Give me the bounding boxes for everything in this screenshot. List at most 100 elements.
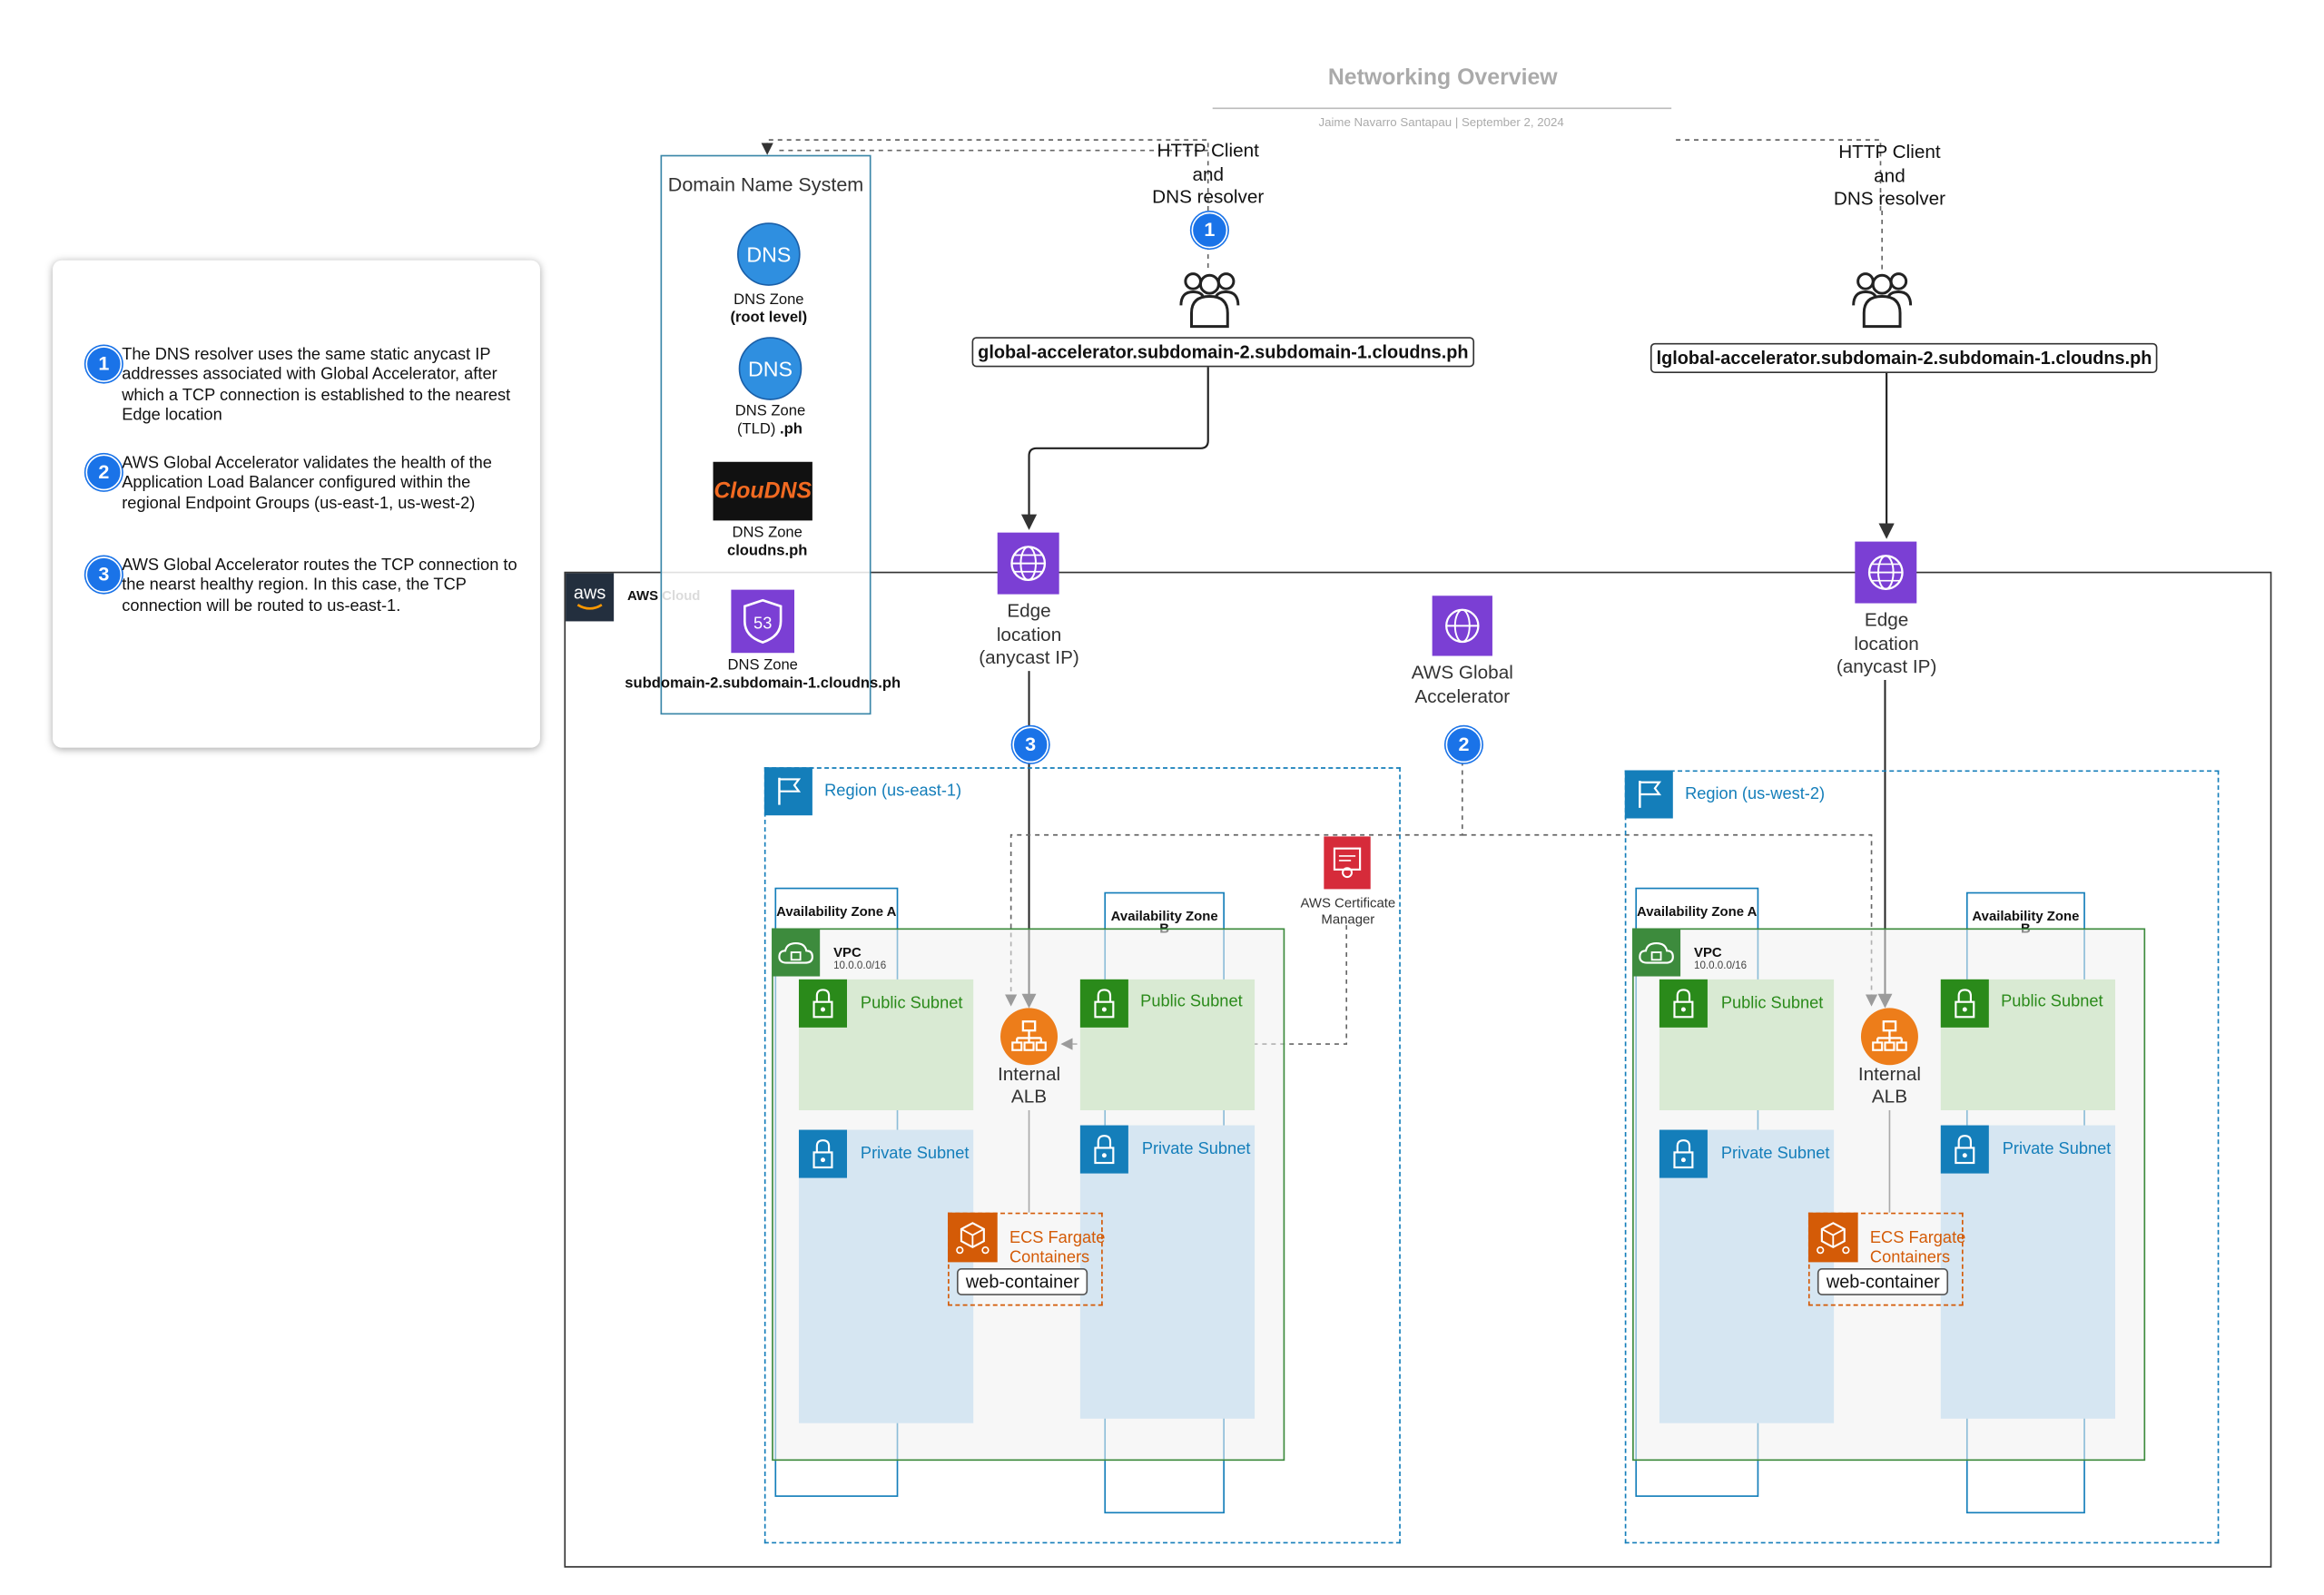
private-subnet-east-b-label: Private Subnet <box>1141 1140 1251 1159</box>
client-right-line1: HTTP Client <box>1838 141 1941 162</box>
dns-tld-icon: DNS <box>738 337 803 400</box>
web-container-east: web-container <box>956 1268 1088 1295</box>
ecs-east-line2: Containers <box>1009 1248 1090 1267</box>
public-subnet-east-a-label: Public Subnet <box>860 994 963 1013</box>
page-title: Networking Overview <box>1327 64 1558 91</box>
private-subnet-east-a-label: Private Subnet <box>860 1145 970 1164</box>
region-east-flag-icon <box>763 767 812 816</box>
edge-location-right-label: Edge location (anycast IP) <box>1837 609 1937 679</box>
dns-tld-label: (TLD) <box>737 421 776 438</box>
client-right-line3: DNS resolver <box>1833 188 1946 210</box>
vpc-west-icon <box>1632 928 1681 977</box>
private-subnet-west-a-label: Private Subnet <box>1720 1145 1830 1164</box>
edge-location-left-label: Edge location (anycast IP) <box>979 600 1079 670</box>
step-badge-2-diagram: 2 <box>1445 726 1482 763</box>
client-right-line2: and <box>1874 164 1905 186</box>
cloudns-zone-label: DNS Zone <box>732 525 803 542</box>
vpc-east-icon <box>772 928 821 977</box>
vpc-west-label: VPC <box>1694 944 1722 960</box>
region-west-label: Region (us-west-2) <box>1685 785 1826 803</box>
private-subnet-west-b-label: Private Subnet <box>2002 1140 2112 1159</box>
svg-text:53: 53 <box>753 615 772 633</box>
private-subnet-east-a <box>798 1129 974 1423</box>
ecs-east-line1: ECS Fargate <box>1009 1228 1106 1247</box>
cloudns-zone-value: cloudns.ph <box>726 543 808 560</box>
vpc-west-cidr: 10.0.0.0/16 <box>1694 960 1748 972</box>
web-container-west: web-container <box>1817 1268 1949 1295</box>
step-badge-3: 3 <box>85 556 123 593</box>
step-badge-3-diagram: 3 <box>1012 726 1049 763</box>
region-west-flag-icon <box>1624 770 1673 819</box>
client-left-label: HTTP Client and DNS resolver <box>1152 140 1264 210</box>
client-left-line2: and <box>1192 162 1225 185</box>
edge-left-line1: Edge <box>1007 600 1051 622</box>
alb-east-line1: Internal <box>997 1063 1061 1085</box>
region-east-label: Region (us-east-1) <box>824 782 962 801</box>
az-a-east-label: Availability Zone A <box>776 903 897 920</box>
globe-icon <box>1867 555 1904 590</box>
lock-icon <box>798 1129 848 1178</box>
client-right-label: HTTP Client and DNS resolver <box>1834 142 1945 212</box>
route53-shield-icon: 53 <box>743 598 783 645</box>
alb-west-line2: ALB <box>1871 1086 1908 1108</box>
aws-logo: aws <box>566 573 615 622</box>
ga-line1: AWS Global <box>1411 662 1513 684</box>
alb-west-label: Internal ALB <box>1858 1064 1921 1109</box>
aws-smile-icon <box>576 604 603 610</box>
lock-icon <box>1940 1125 1989 1174</box>
client-left-domain: global-accelerator.subdomain-2.subdomain… <box>971 337 1475 368</box>
edge-right-line2: location <box>1854 632 1919 655</box>
ecs-east-icon <box>948 1212 998 1263</box>
step-badge-1: 1 <box>85 346 123 382</box>
client-right-domain: lglobal-accelerator.subdomain-2.subdomai… <box>1649 342 2159 373</box>
ecs-east-label: ECS Fargate Containers <box>1009 1229 1105 1268</box>
lock-icon <box>798 979 848 1028</box>
acm-label: AWS Certificate Manager <box>1300 895 1395 928</box>
users-icon <box>1179 272 1240 329</box>
page-subtitle: Jaime Navarro Santapau | September 2, 20… <box>1318 115 1564 130</box>
legend-text-3: AWS Global Accelerator routes the TCP co… <box>122 556 517 615</box>
global-accelerator-label: AWS Global Accelerator <box>1412 662 1513 708</box>
legend-text-2: AWS Global Accelerator validates the hea… <box>122 454 492 513</box>
lock-icon <box>1079 1125 1128 1174</box>
public-subnet-east-b-label: Public Subnet <box>1140 992 1243 1011</box>
public-subnet-west-a-label: Public Subnet <box>1720 994 1824 1013</box>
dns-tld-value: .ph <box>779 421 803 438</box>
az-a-west-label: Availability Zone A <box>1637 903 1758 920</box>
legend-text-1: The DNS resolver uses the same static an… <box>122 346 511 425</box>
dns-system-title: Domain Name System <box>667 172 864 196</box>
alb-west-icon <box>1860 1008 1918 1066</box>
acm-line1: AWS Certificate <box>1300 895 1396 911</box>
public-subnet-west-b-label: Public Subnet <box>2001 992 2103 1011</box>
az-b-west-line1: Availability Zone <box>1972 908 2080 924</box>
region-west-boundary <box>1624 770 2220 1544</box>
step-badge-1-diagram: 1 <box>1191 212 1228 249</box>
client-left-line1: HTTP Client <box>1157 140 1259 162</box>
ecs-west-line1: ECS Fargate <box>1869 1228 1966 1247</box>
az-b-east-line1: Availability Zone <box>1110 908 1218 924</box>
alb-east-line2: ALB <box>1010 1086 1048 1108</box>
dns-root-level: (root level) <box>730 310 808 327</box>
aws-cloud-boundary <box>564 571 2272 1568</box>
alb-west-line1: Internal <box>1857 1063 1921 1085</box>
edge-location-left-icon <box>997 532 1059 595</box>
region-east-boundary <box>763 767 1401 1544</box>
acm-line2: Manager <box>1321 911 1375 927</box>
lock-icon <box>1079 979 1128 1028</box>
lock-icon <box>1659 1129 1708 1178</box>
step-badge-2: 2 <box>85 454 123 491</box>
dns-root-icon: DNS <box>737 222 801 286</box>
private-subnet-east-b <box>1079 1125 1256 1419</box>
aws-logo-text: aws <box>573 582 606 604</box>
client-left-line3: DNS resolver <box>1152 186 1265 208</box>
route53-zone-label: DNS Zone <box>727 657 798 674</box>
vpc-east-cidr: 10.0.0.0/16 <box>833 960 887 972</box>
ecs-west-label: ECS Fargate Containers <box>1870 1229 1965 1268</box>
edge-left-line2: location <box>996 623 1062 645</box>
edge-left-line3: (anycast IP) <box>979 646 1079 668</box>
acm-icon <box>1324 836 1371 890</box>
cloudns-logo-text: ClouDNS <box>714 478 812 505</box>
alb-east-icon <box>1000 1008 1059 1066</box>
alb-east-label: Internal ALB <box>998 1064 1060 1109</box>
